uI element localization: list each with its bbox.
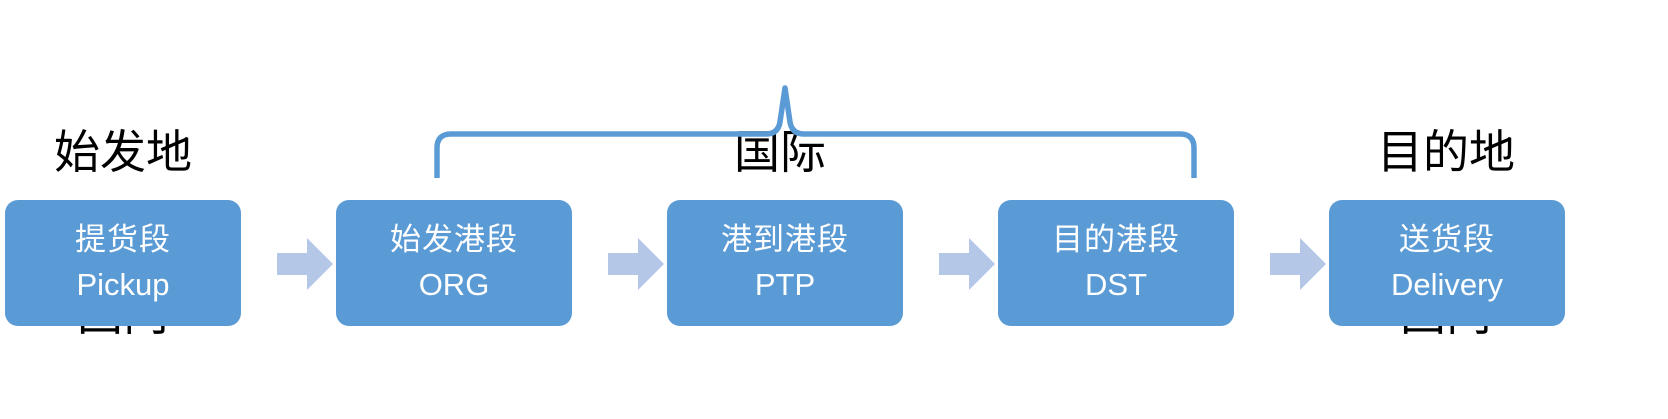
international-brace — [420, 82, 1210, 186]
node-label-en-delivery: Delivery — [1391, 267, 1503, 302]
node-label-en-dst: DST — [1085, 267, 1147, 302]
right-arrow-icon — [939, 238, 995, 290]
node-label-en-pickup: Pickup — [76, 267, 170, 302]
node-label-en-org: ORG — [418, 267, 490, 302]
node-box-pickup[interactable]: 提货段 Pickup — [5, 200, 241, 326]
arrow-dst-to-delivery — [1270, 238, 1326, 290]
node-box-ptp[interactable]: 港到港段 PTP — [667, 200, 903, 326]
node-label-cn-ptp: 港到港段 — [721, 222, 849, 259]
node-box-delivery[interactable]: 送货段 Delivery — [1329, 200, 1565, 326]
group-label-origin-line1: 始发地 — [54, 124, 192, 179]
right-arrow-icon — [1270, 238, 1326, 290]
curly-brace-icon — [434, 85, 1197, 178]
right-arrow-icon — [277, 238, 333, 290]
arrow-ptp-to-dst — [939, 238, 995, 290]
group-label-destination-line1: 目的地 — [1377, 124, 1515, 179]
node-label-cn-pickup: 提货段 — [75, 222, 171, 259]
right-arrow-icon — [608, 238, 664, 290]
node-label-cn-org: 始发港段 — [390, 222, 518, 259]
arrow-org-to-ptp — [608, 238, 664, 290]
node-label-cn-delivery: 送货段 — [1399, 222, 1495, 259]
node-box-dst[interactable]: 目的港段 DST — [998, 200, 1234, 326]
node-label-en-ptp: PTP — [754, 267, 816, 302]
node-box-org[interactable]: 始发港段 ORG — [336, 200, 572, 326]
node-label-cn-dst: 目的港段 — [1052, 222, 1180, 259]
arrow-pickup-to-org — [277, 238, 333, 290]
